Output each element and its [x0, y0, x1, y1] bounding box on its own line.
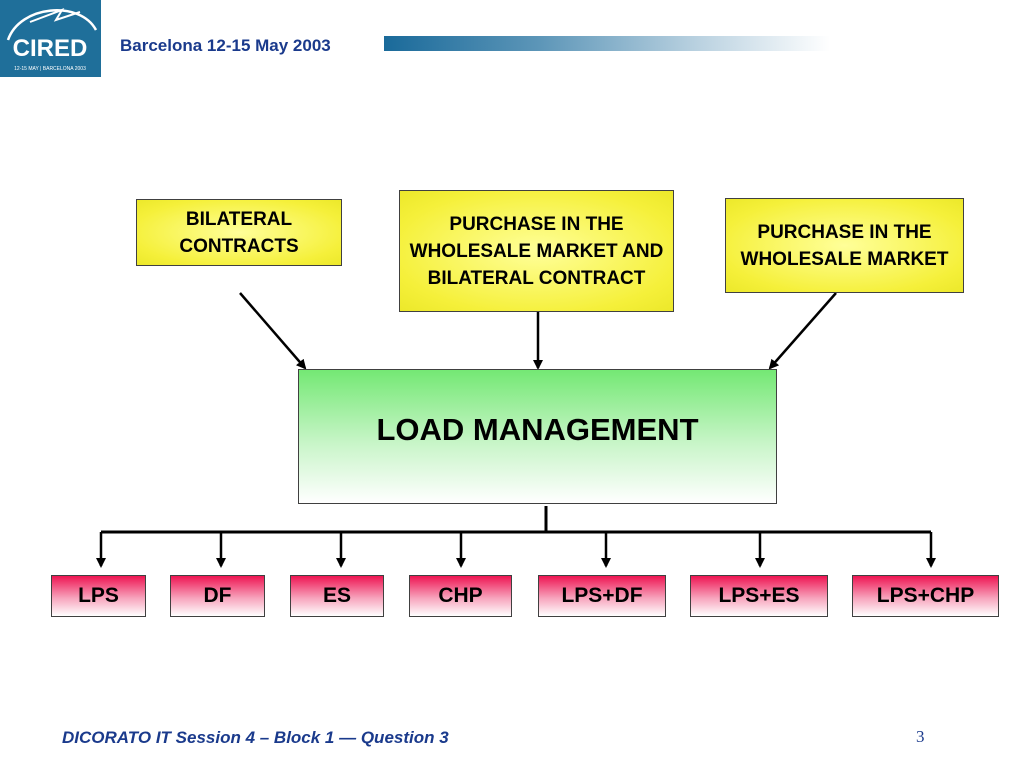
output-chp: CHP	[409, 575, 512, 617]
logo-subtext: 12-15 MAY | BARCELONA 2003	[14, 66, 86, 72]
cired-logo: CIRED 12-15 MAY | BARCELONA 2003	[0, 0, 101, 77]
source-label: PURCHASE IN THE WHOLESALE MARKET AND BIL…	[409, 213, 664, 289]
source-wholesale-and-bilateral: PURCHASE IN THE WHOLESALE MARKET AND BIL…	[399, 190, 674, 312]
output-lps-es: LPS+ES	[690, 575, 828, 617]
load-management-box: LOAD MANAGEMENT	[298, 369, 777, 504]
footer-session: DICORATO IT Session 4 – Block 1 — Questi…	[62, 728, 449, 747]
output-lps-chp: LPS+CHP	[852, 575, 999, 617]
source-bilateral-contracts: BILATERAL CONTRACTS	[136, 199, 342, 266]
arrow-wholesale-to-load	[768, 292, 837, 370]
output-label: ES	[322, 584, 351, 607]
output-lps: LPS	[51, 575, 146, 617]
output-label: LPS	[78, 584, 119, 607]
load-management-label: LOAD MANAGEMENT	[376, 412, 699, 447]
output-label: CHP	[438, 584, 483, 607]
output-label: LPS+ES	[718, 584, 800, 607]
output-label: LPS+DF	[561, 584, 643, 607]
page-number: 3	[916, 727, 925, 746]
arrow-bilateral-to-load	[239, 292, 307, 370]
source-label: PURCHASE IN THE WHOLESALE MARKET	[740, 221, 949, 270]
event-title: Barcelona 12-15 May 2003	[120, 36, 331, 55]
output-lps-df: LPS+DF	[538, 575, 666, 617]
source-label: BILATERAL CONTRACTS	[179, 208, 299, 257]
output-label: LPS+CHP	[876, 584, 975, 607]
source-wholesale-market: PURCHASE IN THE WHOLESALE MARKET	[725, 198, 964, 293]
logo-wordmark: CIRED	[13, 35, 88, 62]
output-label: DF	[203, 584, 232, 607]
output-es: ES	[290, 575, 384, 617]
header-gradient-bar	[384, 36, 830, 51]
output-df: DF	[170, 575, 265, 617]
